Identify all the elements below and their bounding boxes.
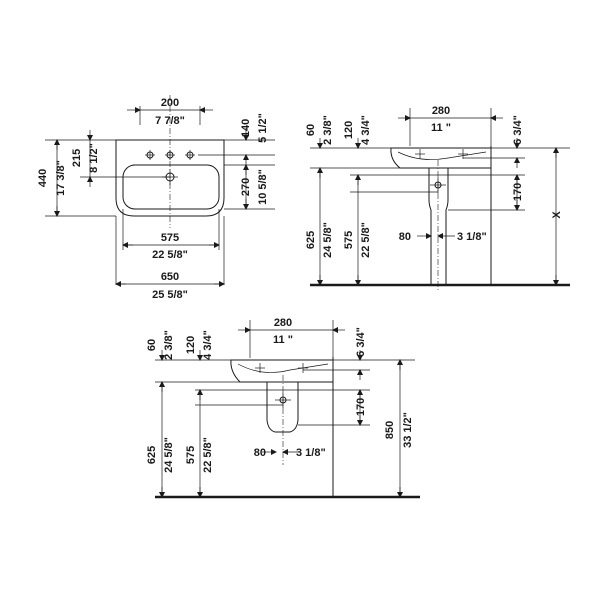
dim-rim-mm: 60	[305, 124, 317, 136]
dim-height-mm: 625	[146, 446, 158, 464]
semi-pedestal	[266, 382, 299, 433]
tap-hole-icons	[255, 363, 308, 373]
side-view-pedestal: 280 11 " 60 2 3/8" 120 4 3/4" 625 24 5/8…	[305, 105, 570, 290]
dim-waste-depth-mm: 215	[71, 149, 83, 167]
dim-bowl-depth-mm: 270	[240, 178, 252, 196]
dim-waste-mm: 120	[185, 336, 197, 354]
dim-rim-in: 2 3/8"	[163, 330, 175, 360]
dim-waste-depth-in: 8 1/2"	[88, 143, 100, 173]
dim-fixing-mm: 170	[355, 398, 367, 416]
dim-depth-in: 11 "	[273, 334, 293, 346]
dim-overall-depth-mm: 440	[37, 169, 49, 187]
basin-bowl-top	[122, 164, 220, 210]
dim-bowl-depth-in: 10 5/8"	[257, 169, 269, 205]
dim-waste-mm: 120	[343, 121, 355, 139]
dim-variable-x: X	[551, 211, 563, 219]
dim-tap-spacing-mm: 200	[161, 97, 179, 109]
pedestal-column	[428, 168, 449, 285]
dim-height2-in: 22 5/8"	[202, 437, 214, 473]
dim-height2-in: 22 5/8"	[360, 222, 372, 258]
basin-profile-semi-pedestal	[230, 359, 334, 383]
dim-tap-spacing-in: 7 7/8"	[155, 115, 185, 127]
dim-bowl-width-in: 22 5/8"	[152, 249, 188, 261]
tap-hole-icons	[415, 149, 468, 159]
dim-overall-width-in: 25 5/8"	[152, 289, 188, 301]
dim-height-mm: 625	[305, 231, 317, 249]
dim-depth-mm: 280	[432, 105, 450, 117]
dim-bowl-width-mm: 575	[161, 232, 179, 244]
dim-waste-in: 4 3/4"	[360, 115, 372, 145]
dim-depth-in: 11 "	[431, 122, 451, 134]
dim-total-mm: 850	[384, 421, 396, 439]
dim-tap-depth-mm: 140	[240, 119, 252, 137]
dim-height2-mm: 575	[343, 231, 355, 249]
dim-height2-mm: 575	[185, 446, 197, 464]
dim-rim-mm: 60	[146, 339, 158, 351]
dim-overall-depth-in: 17 3/8"	[55, 160, 67, 196]
dim-overall-width-mm: 650	[161, 271, 179, 283]
side-view-semi-pedestal: 280 11 " 60 2 3/8" 120 4 3/4" 625 24 5/8…	[146, 317, 420, 499]
dim-pedestal-mm: 80	[399, 231, 411, 243]
dim-height-in: 24 5/8"	[322, 222, 334, 258]
dim-fixing-mm: 170	[512, 183, 524, 201]
dim-total-in: 33 1/2"	[402, 412, 414, 448]
dim-waste-in: 4 3/4"	[202, 330, 214, 360]
basin-outline-top	[115, 139, 225, 217]
dim-tap-in: 6 3/4"	[512, 115, 524, 145]
dim-depth-mm: 280	[274, 317, 292, 329]
dim-pedestal-in: 3 1/8"	[296, 447, 326, 459]
dim-tap-depth-in: 5 1/2"	[257, 113, 269, 143]
dim-height-in: 24 5/8"	[163, 437, 175, 473]
dim-pedestal-in: 3 1/8"	[457, 231, 487, 243]
dim-tap-in: 6 3/4"	[355, 327, 367, 357]
dim-rim-in: 2 3/8"	[322, 115, 334, 145]
top-view: 200 7 7/8" 140 5 1/2" 270 10 5/8" 440 17…	[37, 95, 275, 301]
dim-pedestal-mm: 80	[254, 447, 266, 459]
